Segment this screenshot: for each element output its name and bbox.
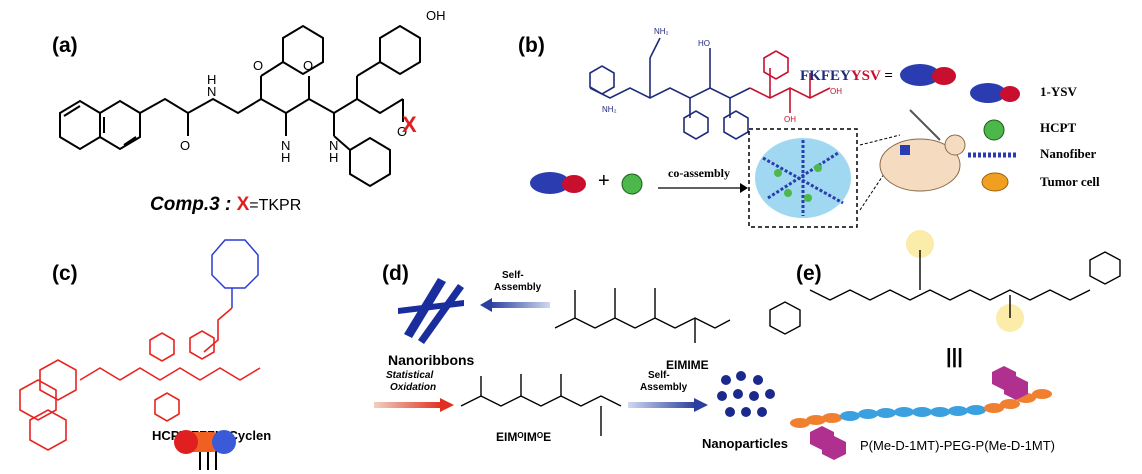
stat-ox-1: Statistical (386, 370, 434, 381)
atom-n1: N (207, 84, 216, 99)
capsule-molecule-c (174, 430, 236, 454)
compound-name-e: P(Me-D-1MT)-PEG-P(Me-D-1MT) (860, 438, 1055, 453)
fkfeyysv-structure: NH₂ HO NH₂ OH OH (589, 27, 842, 140)
svg-text:O: O (253, 58, 263, 73)
panel-a-label: (a) (52, 34, 78, 57)
panel-d-label: (d) (382, 262, 409, 285)
peptide-cartoon-top (900, 64, 956, 86)
legend-nanofiber-icon (968, 152, 1018, 158)
legend-1ysv: 1-YSV (1040, 84, 1077, 99)
svg-text:HO: HO (698, 39, 710, 48)
caption-prefix: Comp.3 : (150, 194, 232, 215)
legend-tumor-cell: Tumor cell (1040, 174, 1100, 189)
nanoparticles-label: Nanoparticles (702, 436, 788, 451)
svg-text:OH: OH (784, 115, 796, 124)
legend-hcpt-icon (983, 119, 1005, 141)
arrow-oxidation (374, 398, 454, 412)
co-assembly-arrow (658, 183, 748, 193)
svg-text:NH₂: NH₂ (602, 105, 617, 114)
legend-tumor-icon (981, 172, 1009, 192)
nanoribbons-label: Nanoribbons (388, 352, 475, 368)
co-assembly-label: co-assembly (668, 166, 730, 180)
caption-suffix: =TKPR (249, 197, 302, 214)
atom-o1: O (180, 138, 190, 153)
comp3-structure: O NH O NH O NH O (59, 24, 421, 188)
arrow-self-assembly-bottom (628, 398, 708, 412)
equiv-sign-e: ||| (946, 346, 963, 368)
panel-e-label: (e) (796, 262, 822, 285)
legend-hcpt: HCPT (1040, 120, 1077, 135)
self-assembly-top-1: Self- (502, 270, 524, 281)
hcpt-fffk-cyclen-structure (19, 239, 261, 451)
eimime-structure (554, 288, 731, 343)
panel-b: (b) NH₂ HO NH₂ OH OH FKFEYYSV = (480, 0, 1142, 230)
panel-e: (e) ||| P(Me-D-1MT)-PEG-P(Me-D-1MT) (750, 230, 1142, 460)
caption-x: X (236, 194, 250, 215)
comp3-caption: Comp.3 : X=TKPR (150, 194, 301, 216)
pmeD1mt-peg-structure (769, 230, 1121, 335)
x-atom: X (402, 112, 417, 137)
svg-text:N: N (329, 138, 338, 153)
svg-text:H: H (207, 72, 216, 87)
mouse-illustration (859, 109, 966, 211)
peg-block-cartoon (790, 366, 1052, 460)
eim-ox-label: EIMᴼIMᴼE (496, 430, 552, 444)
equals-sign: = (884, 68, 893, 84)
nanoribbons-icon (398, 278, 464, 344)
svg-text:O: O (397, 124, 407, 139)
svg-text:N: N (281, 138, 290, 153)
arrow-self-assembly-top (480, 298, 550, 312)
stat-ox-2: Oxidation (390, 382, 437, 393)
self-assembly-bottom-1: Self- (648, 370, 670, 381)
svg-text:H: H (281, 150, 290, 165)
sequence-red: YSV (850, 68, 881, 84)
svg-text:OH: OH (830, 87, 842, 96)
panel-b-label: (b) (518, 34, 545, 57)
oh-label: OH (426, 8, 446, 23)
self-assembly-top-2: Assembly (494, 282, 542, 293)
svg-text:NH₂: NH₂ (654, 27, 669, 36)
panel-d: (d) Nanoribbons Self- Assembly EIMIME St… (330, 230, 788, 459)
svg-text:O: O (303, 58, 313, 73)
hcpt-sphere (621, 173, 643, 195)
nanofiber-network-box (748, 128, 858, 228)
legend-nanofiber: Nanofiber (1040, 146, 1097, 161)
panel-c: (c) HCPT-FFFK-Cyclen (0, 230, 330, 470)
eim-ox-structure (460, 374, 622, 436)
legend-peptide-icon (970, 83, 1020, 103)
self-assembly-bottom-2: Assembly (640, 382, 688, 393)
svg-text:H: H (329, 150, 338, 165)
eimime-label: EIMIME (666, 358, 709, 372)
sequence-label: FKFEYYSV = (800, 68, 893, 85)
nanoparticles-icon (717, 371, 775, 417)
plus-sign: + (598, 170, 610, 192)
sequence-blue: FKFEY (800, 68, 851, 84)
panel-c-label: (c) (52, 262, 78, 285)
peptide-cartoon-bottom (530, 172, 586, 194)
